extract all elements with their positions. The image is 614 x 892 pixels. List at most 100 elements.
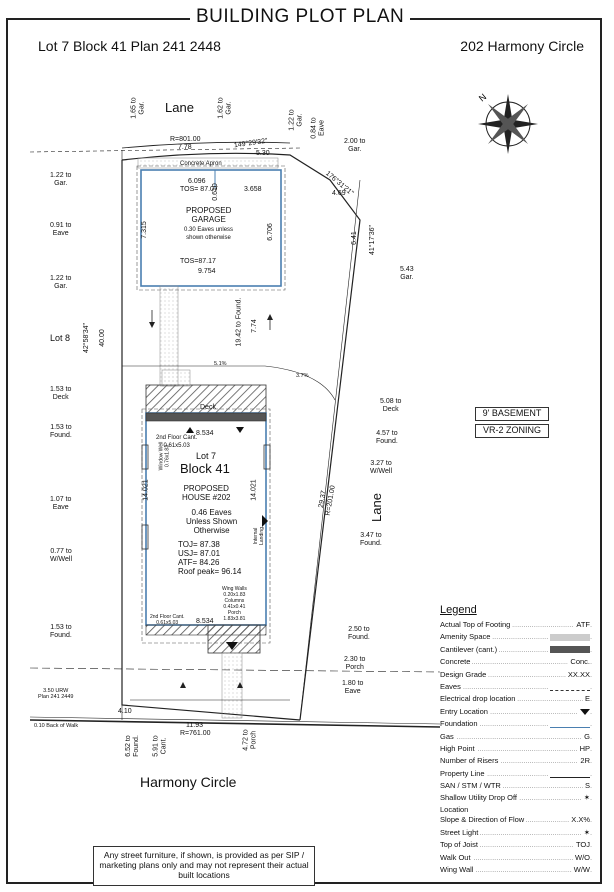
garage-depth-left: 7.315 bbox=[140, 221, 148, 239]
garage-width: 9.754 bbox=[198, 268, 216, 275]
legend-label: Eaves bbox=[440, 680, 463, 693]
legend-value: W/O bbox=[573, 851, 590, 864]
legend-label: Electrical drop location bbox=[440, 693, 518, 706]
slope-label-2: 3.7% bbox=[296, 373, 309, 379]
right-dim-garage-top: 2.00 to Gar. bbox=[344, 138, 366, 153]
right-dim-garage: 5.43 Gar. bbox=[400, 266, 414, 281]
legend-dots: ........................................… bbox=[440, 840, 592, 850]
legend-item: ........................................… bbox=[440, 730, 592, 743]
entry-arrow-front bbox=[226, 642, 238, 650]
legend-dots: ........................................… bbox=[440, 731, 592, 741]
legend-dots: ........................................… bbox=[440, 669, 592, 679]
legend-item: ........................................… bbox=[440, 668, 592, 681]
legend-value: 2R bbox=[578, 755, 590, 768]
legend-value bbox=[548, 718, 590, 731]
window-well-label: Window Well 0.76x1.83 bbox=[158, 441, 171, 471]
top-dim-garage-c: 1.22 to Gar. bbox=[288, 109, 304, 131]
garage-outline bbox=[140, 169, 282, 287]
legend-item: ........................................… bbox=[440, 780, 592, 793]
street-lane-top: Lane bbox=[165, 100, 194, 115]
left-dim-eave-2: 1.07 to Eave bbox=[50, 496, 72, 511]
legend-swatch bbox=[550, 770, 590, 778]
garage-width-top: 6.096 bbox=[188, 178, 206, 185]
left-dim-wwell: 0.77 to W/Well bbox=[50, 548, 73, 563]
legend-swatch bbox=[550, 683, 590, 691]
legend-dots: ........................................… bbox=[440, 657, 592, 667]
legend-value: TOJ bbox=[573, 839, 590, 852]
legend-dots: ........................................… bbox=[440, 756, 592, 766]
disclaimer-note: Any street furniture, if shown, is provi… bbox=[93, 846, 315, 886]
house-title: PROPOSED HOUSE #202 bbox=[182, 484, 231, 502]
back-of-walk: 0.10 Back of Walk bbox=[34, 723, 79, 729]
top-dim-garage-a: 1.65 to Gar. bbox=[130, 97, 146, 119]
street-lane-right: Lane bbox=[368, 493, 384, 522]
garage-offset: 0.610 bbox=[211, 183, 219, 201]
top-arc: 7.78 bbox=[178, 144, 192, 151]
legend-item: ........................................… bbox=[440, 619, 592, 631]
legend-dots: ........................................… bbox=[440, 743, 592, 753]
slope-label: 5.1% bbox=[214, 361, 227, 367]
legend-value bbox=[578, 705, 590, 718]
legend-item: ........................................… bbox=[440, 851, 592, 864]
legend-dots: ........................................… bbox=[440, 852, 592, 862]
legend-dots: ........................................… bbox=[440, 768, 592, 778]
plan-title: BUILDING PLOT PLAN bbox=[190, 6, 411, 28]
legend-swatch bbox=[550, 646, 590, 654]
legend-label: Shallow Utility Drop Off Location bbox=[440, 792, 519, 815]
right-dim-porch: 2.30 to Porch bbox=[344, 656, 366, 671]
legend-label: Cantilever (cant.) bbox=[440, 643, 500, 656]
legend-label: Entry Location bbox=[440, 705, 490, 718]
legend-item: ........................................… bbox=[440, 864, 592, 877]
cantilever-top bbox=[145, 412, 267, 422]
legend-value: E bbox=[582, 693, 590, 706]
top-seg-3: 6.41 bbox=[350, 231, 358, 245]
bottom-cant: 5.91 to Cant. bbox=[152, 735, 168, 757]
legend-dots: ........................................… bbox=[440, 865, 592, 875]
house-block: Block 41 bbox=[180, 461, 230, 476]
legend-item: ........................................… bbox=[440, 718, 592, 731]
zoning-box: VR-2 ZONING bbox=[475, 424, 549, 438]
left-dim-deck: 1.53 to Deck bbox=[50, 386, 72, 401]
garage-depth-right: 6.706 bbox=[266, 223, 274, 241]
legend-label: Street Light bbox=[440, 826, 481, 839]
bottom-found: 6.52 to Found. bbox=[124, 735, 140, 757]
top-dim-eave: 0.84 to Eave bbox=[310, 117, 326, 139]
bottom-arc: 11.93 bbox=[186, 722, 203, 729]
house-depth-left: 14.021 bbox=[142, 479, 150, 501]
lot-depth: 40.00 bbox=[98, 329, 106, 347]
right-dim-eave: 1.80 to Eave bbox=[342, 680, 364, 695]
house-depth-right: 14.021 bbox=[250, 479, 258, 501]
legend-dots: ........................................… bbox=[440, 706, 592, 716]
legend-item: ........................................… bbox=[440, 693, 592, 706]
top-bearing-3: 41°17'36" bbox=[368, 225, 376, 255]
garage-tos-top: TOS= 87.07 bbox=[180, 186, 218, 193]
legend-value: XX.XX bbox=[565, 668, 590, 681]
legend-item: ........................................… bbox=[440, 826, 592, 839]
street-harmony-circle: Harmony Circle bbox=[140, 774, 237, 790]
left-dim-eave-1: 0.91 to Eave bbox=[50, 222, 72, 237]
left-dim-garage-1: 1.22 to Gar. bbox=[50, 172, 72, 187]
bottom-porch: 4.72 to Porch bbox=[242, 729, 258, 751]
legend-label: Property Line bbox=[440, 767, 487, 780]
right-dim-wwell: 3.27 to W/Well bbox=[370, 460, 393, 475]
garage-eaves-note: 0.30 Eaves unless shown otherwise bbox=[184, 227, 234, 241]
legend-value: ✶ bbox=[581, 792, 590, 805]
lot-bearing: 42°58'34" bbox=[82, 323, 90, 353]
address: 202 Harmony Circle bbox=[460, 38, 584, 54]
legend-label: SAN / STM / WTR bbox=[440, 780, 503, 793]
legend-value: X.X% bbox=[569, 814, 590, 827]
legend-value: G bbox=[582, 730, 590, 743]
legend-item: ........................................… bbox=[440, 839, 592, 852]
lot8-label: Lot 8 bbox=[50, 333, 71, 343]
legend-dots: ........................................… bbox=[440, 681, 592, 691]
left-dim-garage-2: 1.22 to Gar. bbox=[50, 275, 72, 290]
legend-item: ........................................… bbox=[440, 656, 592, 669]
legend-item: ........................................… bbox=[440, 814, 592, 827]
legend-item: ........................................… bbox=[440, 643, 592, 656]
legend-item: ........................................… bbox=[440, 705, 592, 718]
legend: Legend .................................… bbox=[440, 604, 592, 877]
legend-label: Slope & Direction of Flow bbox=[440, 814, 527, 827]
legend-item: ........................................… bbox=[440, 742, 592, 755]
house-width-top: 8.534 bbox=[196, 430, 214, 437]
